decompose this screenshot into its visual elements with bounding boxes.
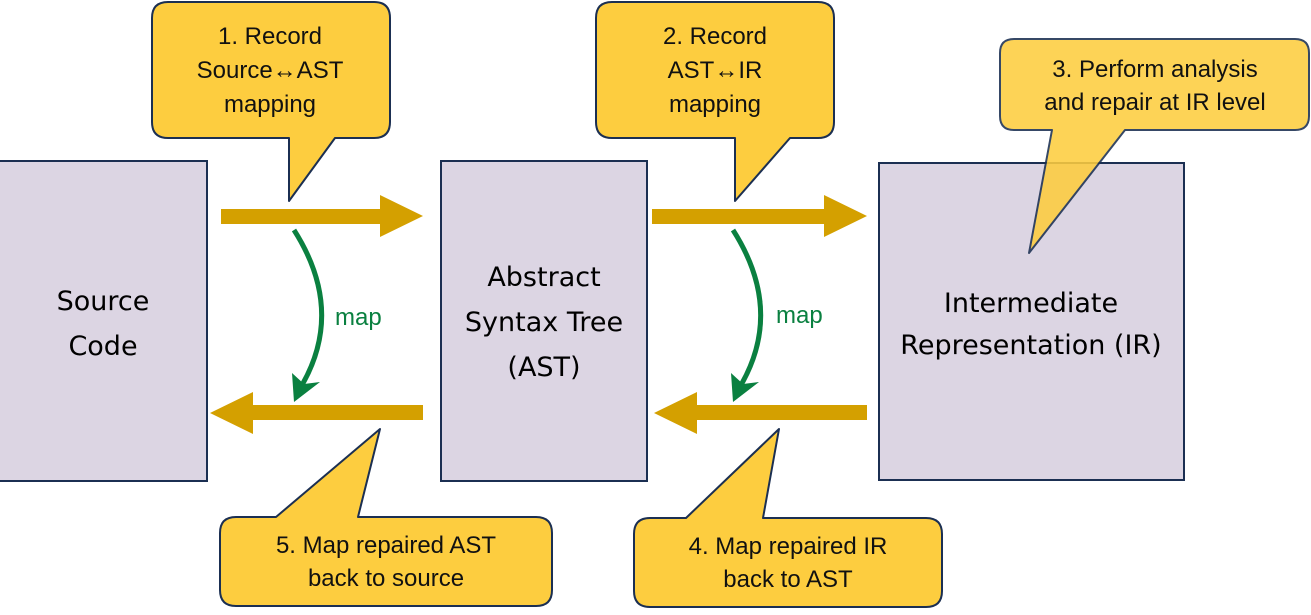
callout-5-line1: 5. Map repaired AST [276, 532, 496, 559]
callout-step-3-text: 3. Perform analysis and repair at IR lev… [1044, 56, 1265, 116]
callout-3-line1: 3. Perform analysis [1052, 56, 1257, 83]
callout-1-line1: 1. Record [218, 23, 322, 50]
callout-5-line2: back to source [308, 565, 464, 592]
map-label-left: map [335, 304, 382, 331]
ir-label-line1: Intermediate [944, 288, 1118, 319]
arrow-source-to-ast [221, 195, 423, 237]
callout-3-line2: and repair at IR level [1044, 89, 1265, 116]
source-code-box: Source Code [0, 160, 208, 482]
callout-4-line1: 4. Map repaired IR [689, 533, 888, 560]
arrow-ast-to-source [210, 392, 423, 434]
source-code-label-line1: Source [57, 286, 150, 317]
callout-1-line2: Source↔AST [197, 57, 344, 84]
ast-box: Abstract Syntax Tree (AST) [440, 160, 648, 482]
arrow-ast-to-ir [652, 195, 867, 237]
ir-label-line2: Representation (IR) [900, 330, 1161, 361]
callout-step-4: 4. Map repaired IR back to AST [633, 428, 943, 608]
map-arrow-left: map [291, 228, 382, 402]
map-label-right: map [776, 302, 823, 329]
callout-step-2: 2. Record AST↔IR mapping [595, 1, 835, 202]
ir-box: Intermediate Representation (IR) [878, 162, 1185, 481]
callout-2-line2: AST↔IR [668, 57, 763, 84]
arrow-ir-to-ast [654, 392, 867, 434]
callout-4-line2: back to AST [723, 566, 853, 593]
ast-label-line2: Syntax Tree [465, 307, 623, 338]
map-arrow-right: map [730, 228, 823, 402]
callout-step-3 [999, 38, 1310, 254]
callout-1-line3: mapping [224, 91, 316, 118]
source-code-label-line2: Code [68, 331, 137, 362]
callout-step-5: 5. Map repaired AST back to source [219, 428, 553, 607]
ast-label-line3: (AST) [507, 352, 580, 383]
callout-2-line1: 2. Record [663, 23, 767, 50]
callout-2-line3: mapping [669, 91, 761, 118]
ast-label-line1: Abstract [487, 262, 600, 293]
callout-step-1: 1. Record Source↔AST mapping [151, 1, 391, 202]
